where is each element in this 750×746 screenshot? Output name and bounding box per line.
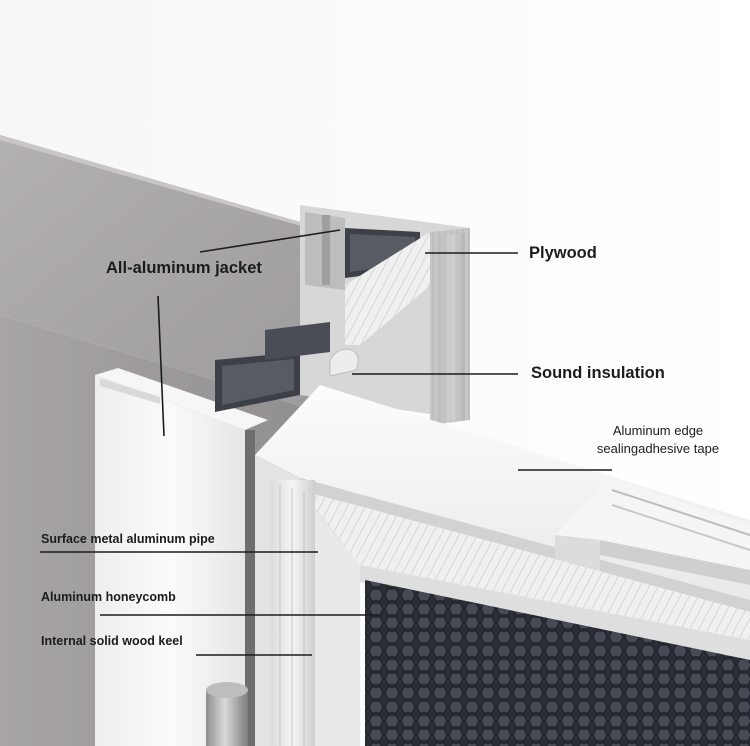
label-all-aluminum-jacket: All-aluminum jacket xyxy=(106,259,262,277)
leader-jacket-vertical xyxy=(157,295,165,437)
door-gap xyxy=(245,430,255,746)
label-edge-tape-line1: Aluminum edge xyxy=(612,423,704,438)
label-plywood: Plywood xyxy=(529,244,597,262)
label-sound-insulation: Sound insulation xyxy=(531,364,665,382)
leader-lines xyxy=(40,229,612,656)
leader-jacket-horizontal xyxy=(199,229,341,253)
aluminum-profile-section xyxy=(215,205,470,425)
label-honeycomb: Aluminum honeycomb xyxy=(41,590,176,604)
hinge-cylinder xyxy=(206,682,248,746)
edge-tape-rail xyxy=(555,478,750,585)
label-edge-tape-line2: sealingadhesive tape xyxy=(596,441,720,456)
label-edge-tape: Aluminum edge sealingadhesive tape xyxy=(578,422,738,458)
label-surface-pipe: Surface metal aluminum pipe xyxy=(41,532,215,546)
label-wood-keel: Internal solid wood keel xyxy=(41,634,183,648)
aluminum-honeycomb-core xyxy=(365,580,750,746)
surface-aluminum-pipe xyxy=(270,480,315,746)
door-leaf-face xyxy=(95,368,268,746)
